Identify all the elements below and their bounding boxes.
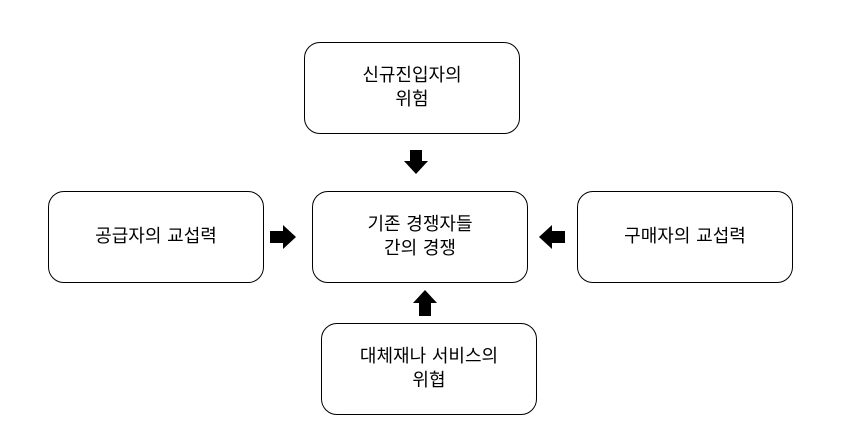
new-entrants-label: 신규진입자의 위험 bbox=[362, 65, 462, 110]
arrow-right-icon bbox=[270, 225, 296, 249]
arrow-down-icon bbox=[404, 150, 428, 174]
industry-rivalry-box: 기존 경쟁자들 간의 경쟁 bbox=[312, 191, 528, 283]
buyer-power-label: 구매자의 교섭력 bbox=[624, 226, 746, 247]
supplier-power-label: 공급자의 교섭력 bbox=[95, 226, 217, 247]
industry-rivalry-label: 기존 경쟁자들 간의 경쟁 bbox=[367, 214, 473, 259]
supplier-power-box: 공급자의 교섭력 bbox=[48, 191, 264, 283]
buyer-power-box: 구매자의 교섭력 bbox=[577, 191, 793, 283]
arrow-left-icon bbox=[539, 225, 565, 249]
substitutes-label: 대체재나 서비스의 위협 bbox=[359, 346, 499, 391]
substitutes-box: 대체재나 서비스의 위협 bbox=[321, 323, 537, 415]
new-entrants-box: 신규진입자의 위험 bbox=[304, 42, 520, 134]
arrow-up-icon bbox=[413, 290, 437, 316]
